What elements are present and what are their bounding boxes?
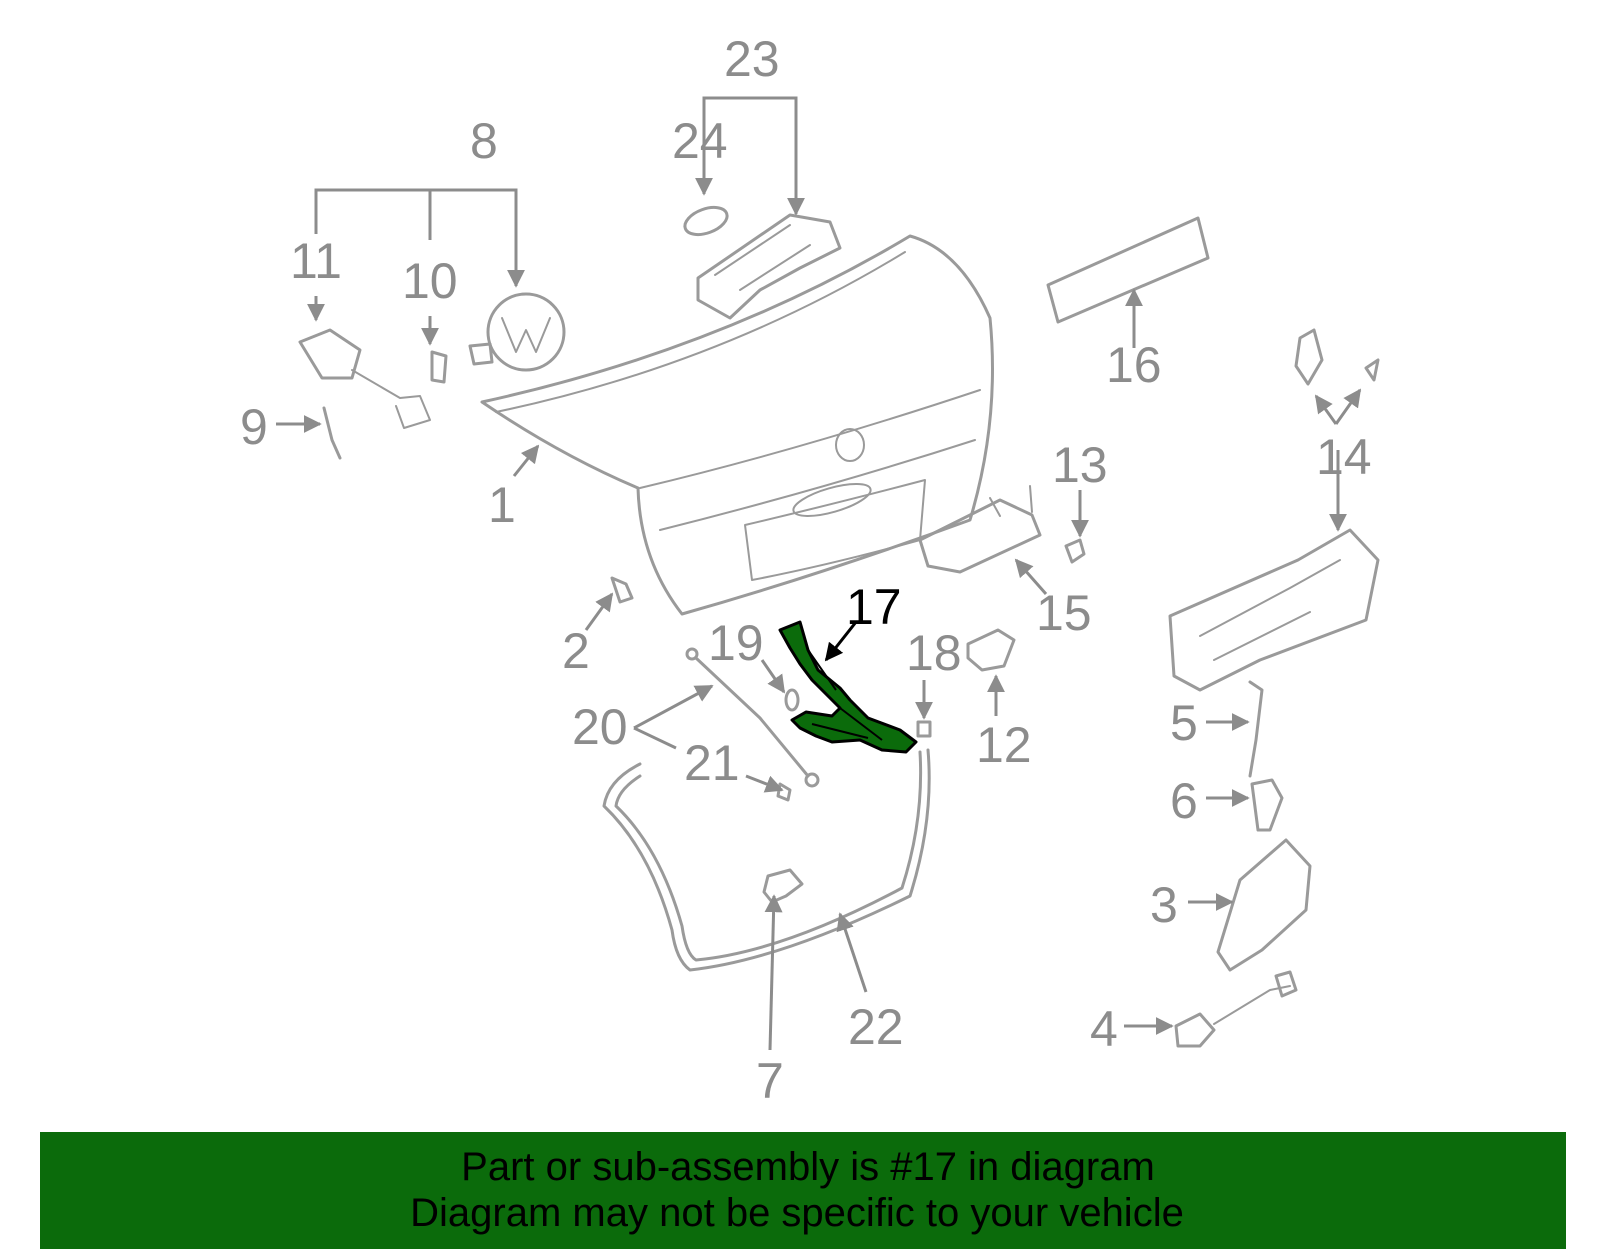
gas-strut [685, 647, 820, 802]
label-4: 4 [1090, 1001, 1118, 1057]
trunk-lid [480, 234, 994, 616]
lock-cylinder-emblem [298, 292, 566, 460]
lock-mechanism-cover [1168, 328, 1380, 692]
banner-part-note: Part or sub-assembly is #17 in diagram [461, 1145, 1155, 1189]
handle-and-clip [918, 485, 1086, 574]
label-9: 9 [240, 399, 268, 455]
label-23: 23 [724, 31, 780, 87]
label-16: 16 [1106, 337, 1162, 393]
label-15: 15 [1036, 585, 1092, 641]
label-22: 22 [848, 999, 904, 1055]
leader-lines [276, 96, 1362, 1051]
label-8: 8 [470, 113, 498, 169]
label-2: 2 [562, 623, 590, 679]
license-plate-trim [1046, 216, 1210, 324]
label-19: 19 [708, 615, 764, 671]
label-11: 11 [290, 233, 342, 289]
label-17-highlighted: 17 [846, 579, 902, 635]
weatherstrip-seal [602, 748, 931, 972]
striker-and-clip [916, 628, 1016, 738]
seal-bracket [762, 868, 804, 904]
label-6: 6 [1170, 773, 1198, 829]
trunk-hinge-highlighted [778, 620, 918, 754]
label-1: 1 [488, 477, 516, 533]
label-14: 14 [1316, 429, 1372, 485]
label-5: 5 [1170, 695, 1198, 751]
label-12: 12 [976, 717, 1032, 773]
label-20: 20 [572, 699, 628, 755]
info-banner: Part or sub-assembly is #17 in diagram D… [40, 1132, 1566, 1249]
label-3: 3 [1150, 877, 1178, 933]
latch-components [1174, 680, 1312, 1048]
banner-disclaimer: Diagram may not be specific to your vehi… [410, 1191, 1184, 1235]
label-24: 24 [672, 113, 728, 169]
label-10: 10 [402, 253, 458, 309]
label-18: 18 [906, 625, 962, 681]
interior-light-assembly [683, 205, 842, 320]
label-21: 21 [684, 735, 740, 791]
label-13: 13 [1052, 437, 1108, 493]
label-7: 7 [756, 1053, 784, 1109]
rubber-bumper [610, 576, 634, 604]
